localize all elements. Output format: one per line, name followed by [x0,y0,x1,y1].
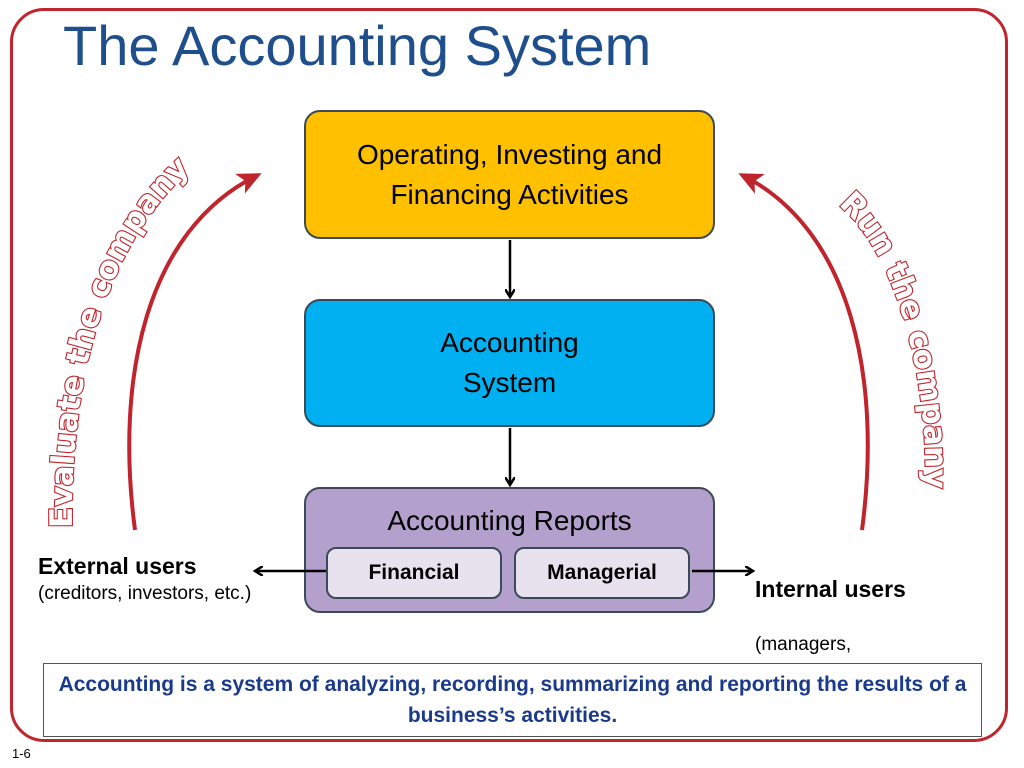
evaluate-the-company-label: Evaluate the company [44,149,196,528]
accounting-definition: Accounting is a system of analyzing, rec… [43,663,982,737]
accounting-reports-box: Accounting Reports Financial Managerial [304,487,715,613]
slide-number: 1-6 [12,746,31,761]
left-arc-arrow [127,173,262,531]
slide-frame [10,8,1008,742]
financial-report-box: Financial [326,547,502,599]
managerial-report-box: Managerial [514,547,690,599]
right-arc-arrow [738,173,870,531]
accounting-reports-title: Accounting Reports [387,505,632,536]
slide-title: The Accounting System [63,14,652,77]
external-users: External users (creditors, investors, et… [38,552,251,608]
internal-users-label: Internal users [755,576,906,602]
run-the-company-label: Run the company [833,185,954,489]
external-users-detail: (creditors, investors, etc.) [38,583,252,604]
activities-box: Operating, Investing and Financing Activ… [304,110,715,239]
accounting-system-box: Accounting System [304,299,715,427]
external-users-label: External users [38,553,197,579]
